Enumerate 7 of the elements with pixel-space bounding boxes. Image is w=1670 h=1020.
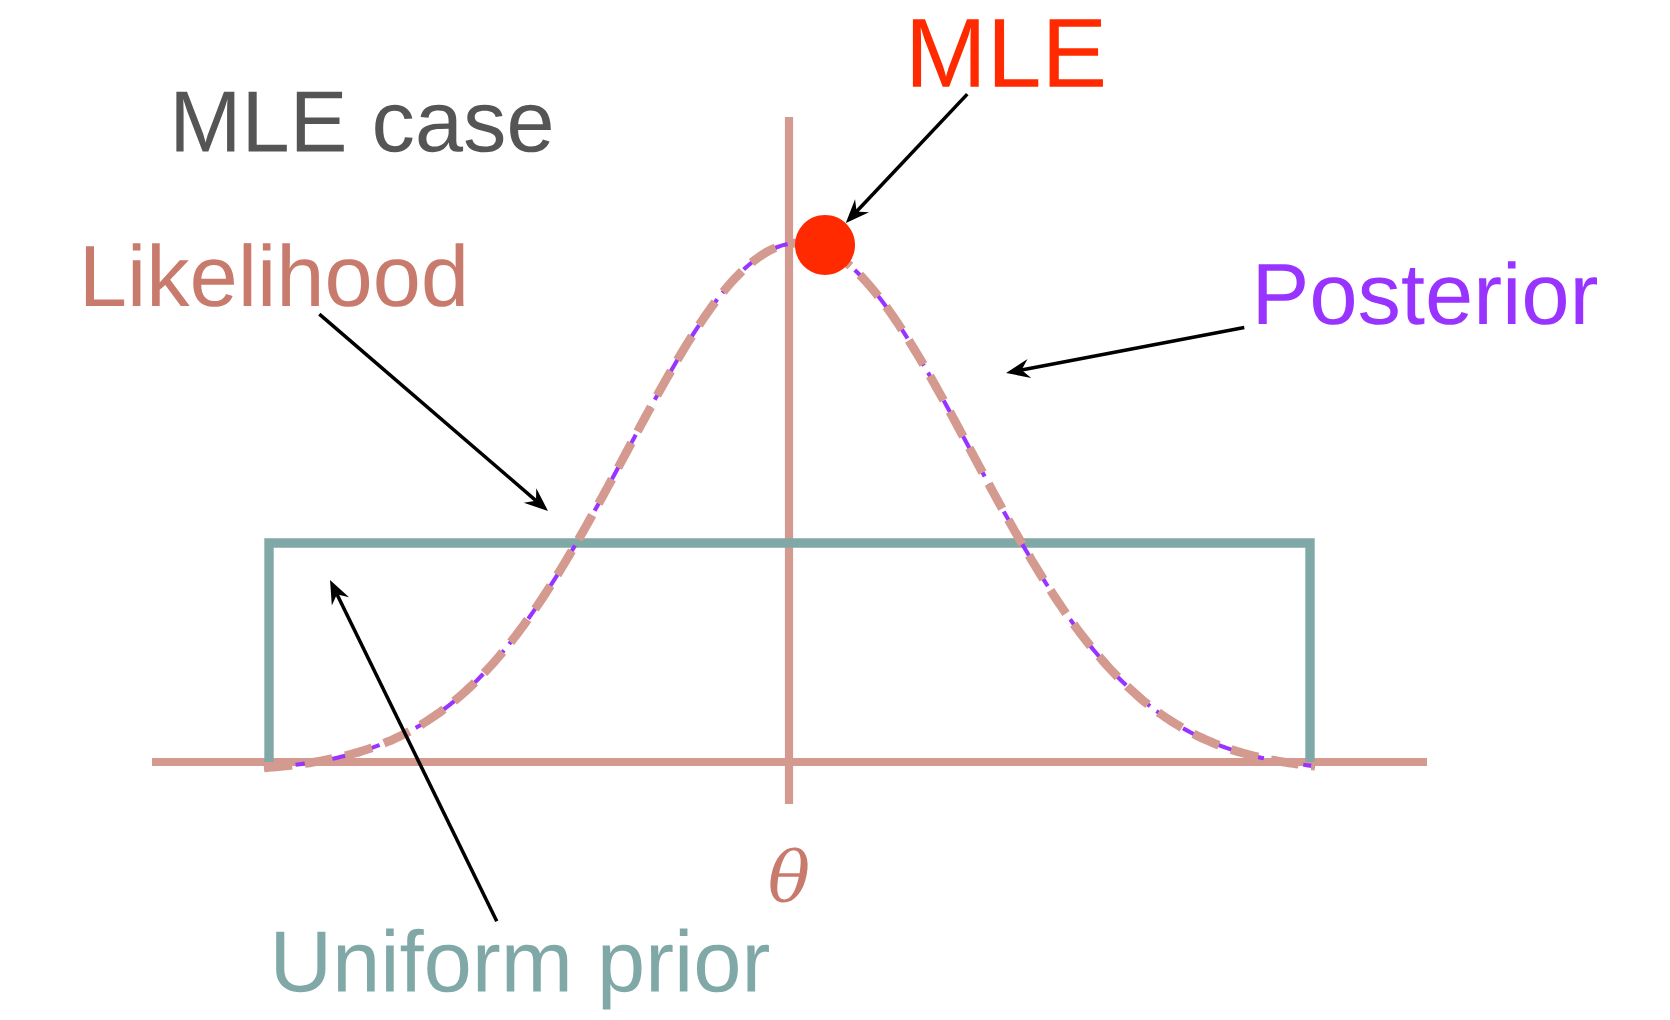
axis-label: θ	[770, 847, 808, 903]
mle-point	[795, 215, 855, 275]
curve-label: Posterior	[1258, 261, 1597, 325]
curve-label: Likelihood	[85, 243, 464, 307]
curve-label: MLE	[912, 19, 1103, 87]
curve-label: Uniform prior	[276, 928, 769, 1010]
title: MLE case	[176, 91, 551, 153]
